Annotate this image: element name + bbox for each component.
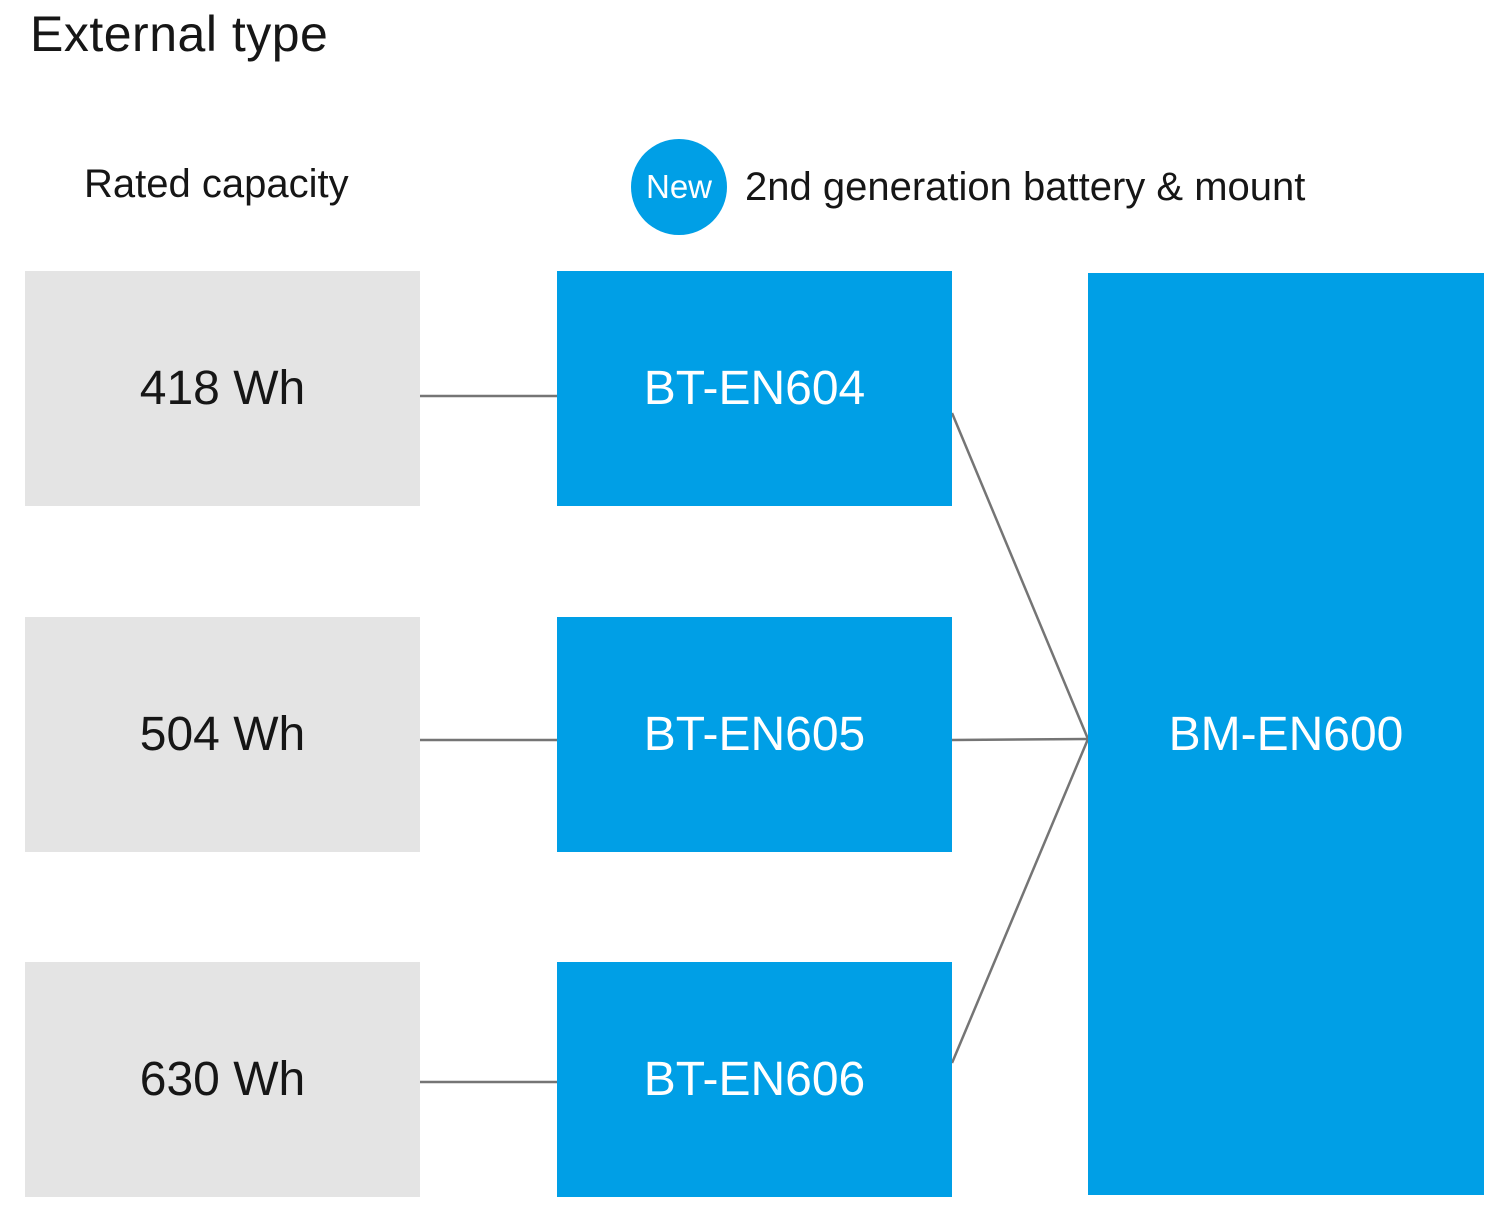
capacity-box-label: 504 Wh <box>139 708 306 761</box>
capacity-box-label: 418 Wh <box>139 362 306 415</box>
capacity-box-418wh: 418 Wh <box>25 271 420 506</box>
connector-line-battery-2 <box>951 737 1089 742</box>
battery-box-label: BT-EN606 <box>643 1053 866 1106</box>
rated-capacity-label: Rated capacity <box>84 162 349 206</box>
mount-box-label: BM-EN600 <box>1168 707 1404 761</box>
battery-box-bt-en605: BT-EN605 <box>557 617 952 852</box>
battery-box-label: BT-EN605 <box>643 708 866 761</box>
new-badge: New <box>631 139 727 235</box>
capacity-box-630wh: 630 Wh <box>25 962 420 1197</box>
battery-box-bt-en604: BT-EN604 <box>557 271 952 506</box>
legend: New 2nd generation battery & mount <box>631 139 1305 235</box>
battery-box-bt-en606: BT-EN606 <box>557 962 952 1197</box>
battery-box-label: BT-EN604 <box>643 362 866 415</box>
mount-box-bm-en600: BM-EN600 <box>1088 273 1484 1195</box>
connector-line-battery-1 <box>950 412 1090 740</box>
capacity-box-504wh: 504 Wh <box>25 617 420 852</box>
new-badge-label: New <box>645 168 713 205</box>
legend-text: 2nd generation battery & mount <box>745 164 1306 209</box>
capacity-box-label: 630 Wh <box>139 1053 306 1106</box>
connector-line-battery-3 <box>950 738 1090 1064</box>
page-title: External type <box>30 6 329 62</box>
